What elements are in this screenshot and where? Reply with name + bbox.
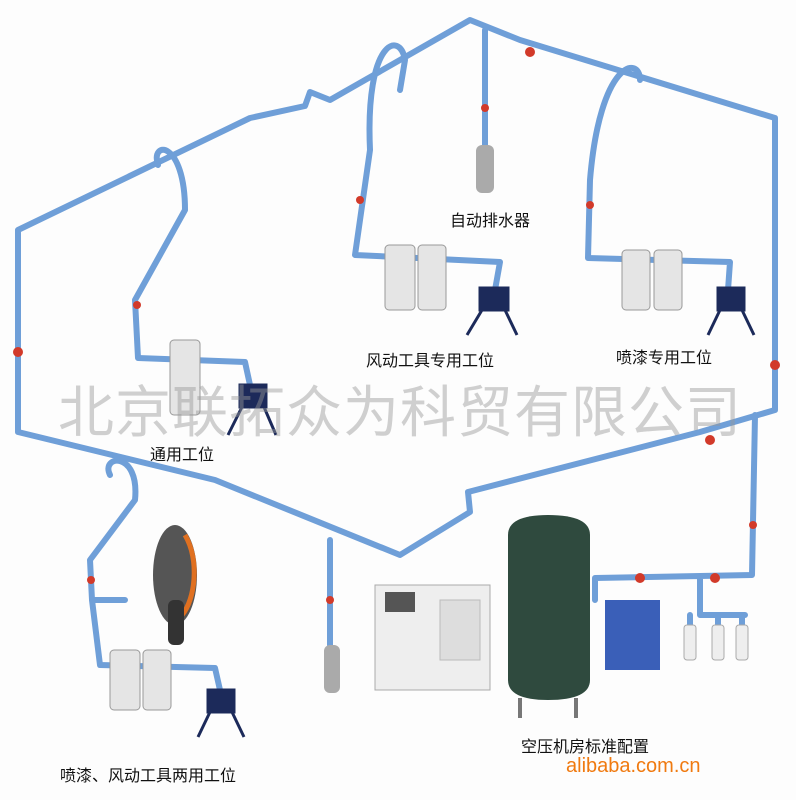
filter-icon <box>142 649 172 711</box>
label-dual-station: 喷漆、风动工具两用工位 <box>60 766 237 785</box>
valve-icon <box>586 201 594 209</box>
filter-icon <box>653 249 683 311</box>
site-watermark: alibaba.com.cn <box>566 755 701 777</box>
quick-couplers <box>196 286 756 738</box>
company-watermark: 北京联拓众为科贸有限公司 <box>58 381 742 446</box>
filter-icon <box>109 649 141 711</box>
valve-icon <box>326 596 334 604</box>
label-auto-drain: 自动排水器 <box>450 211 531 230</box>
valve-icon <box>481 104 489 112</box>
line-filters <box>683 624 749 661</box>
label-compressor-room: 空压机房标准配置 <box>521 737 650 756</box>
valves <box>13 47 780 604</box>
coupler-icon <box>465 286 519 336</box>
filter-icon <box>169 339 201 416</box>
line-filter-icon <box>683 624 697 661</box>
valve-icon <box>356 196 364 204</box>
filter-regulator-units <box>109 244 683 711</box>
valve-icon <box>133 301 141 309</box>
coupler-icon <box>706 286 756 336</box>
coupler-icon <box>196 688 246 738</box>
coupler-icon <box>226 383 278 436</box>
filter-icon <box>384 244 416 311</box>
valve-icon <box>13 347 23 357</box>
label-spray-station: 喷漆专用工位 <box>616 348 713 367</box>
air-tank-icon <box>508 515 590 718</box>
valve-icon <box>749 521 757 529</box>
valve-icon <box>525 47 535 57</box>
label-pneumatic-tool-station: 风动工具专用工位 <box>366 351 495 370</box>
valve-icon <box>635 573 645 583</box>
air-dryer-icon <box>605 600 660 670</box>
hose-reel-icon <box>153 525 197 645</box>
label-general-station: 通用工位 <box>150 445 215 464</box>
air-compressor-icon <box>374 584 491 691</box>
drop-general <box>132 147 253 388</box>
line-filter-icon <box>711 624 725 661</box>
drain-icon <box>324 645 340 693</box>
valve-icon <box>87 576 95 584</box>
auto-drain-icon <box>476 145 494 193</box>
main-loop-pipe <box>15 17 778 558</box>
valve-icon <box>710 573 720 583</box>
filter-icon <box>417 244 447 311</box>
filter-icon <box>621 249 651 311</box>
valve-icon <box>770 360 780 370</box>
valve-icon <box>705 435 715 445</box>
line-filter-icon <box>735 624 749 661</box>
